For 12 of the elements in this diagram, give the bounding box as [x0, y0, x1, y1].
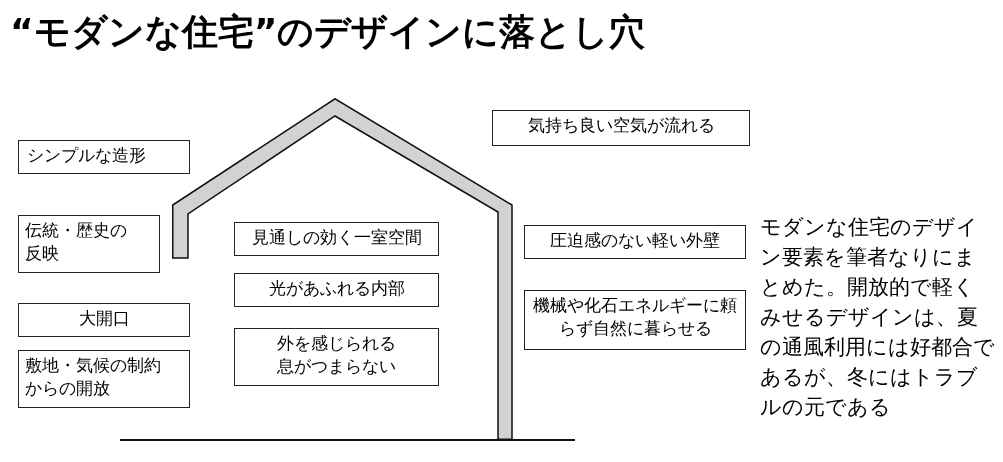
- label-box: 機械や化石エネルギーに頼らず自然に暮らせる: [524, 290, 746, 350]
- label-box: 伝統・歴史の反映: [18, 215, 160, 273]
- label-box: 外を感じられる息がつまらない: [234, 328, 439, 386]
- label-box: 圧迫感のない軽い外壁: [524, 225, 746, 259]
- label-box: シンプルな造形: [18, 140, 190, 174]
- label-box: 気持ち良い空気が流れる: [492, 110, 750, 146]
- label-box: 見通しの効く一室空間: [234, 222, 439, 256]
- label-box: 敷地・気候の制約からの開放: [18, 350, 190, 408]
- label-box: 光があふれる内部: [234, 273, 439, 307]
- title: “モダンな住宅”のデザインに落とし穴: [10, 10, 646, 54]
- label-box: 大開口: [18, 303, 190, 337]
- caption: モダンな住宅のデザイン要素を筆者なりにまとめた。開放的で軽くみせるデザインは、夏の通風利用には好都合であるが、冬にはトラブルの元である: [760, 214, 996, 421]
